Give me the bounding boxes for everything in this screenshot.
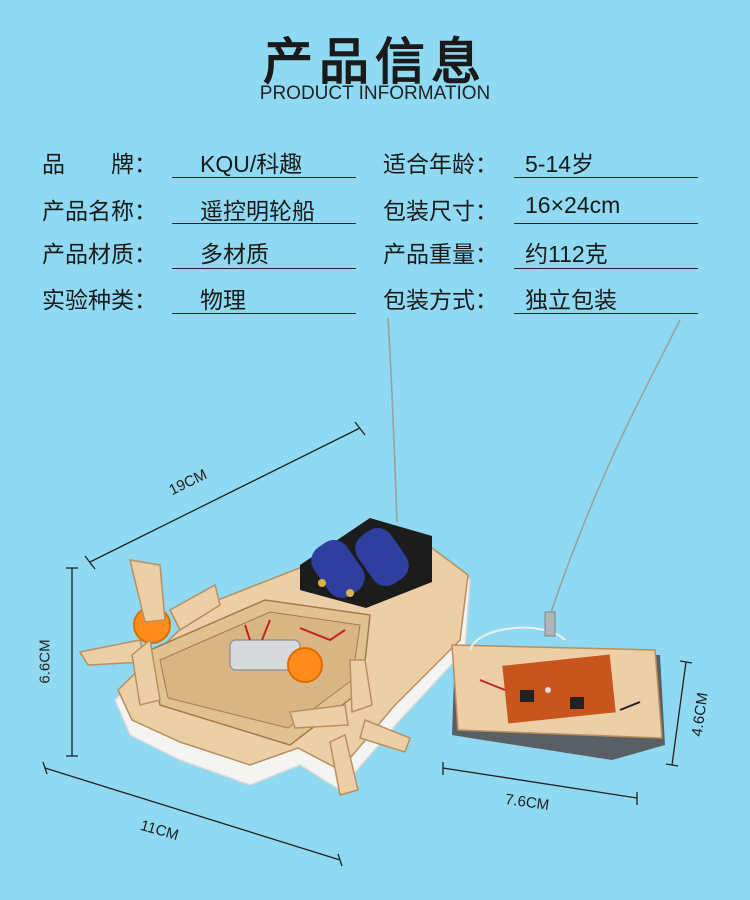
spec-underline (172, 268, 356, 269)
paddle-wheel-left (78, 559, 221, 706)
spec-underline (514, 177, 698, 178)
page-subtitle: PRODUCT INFORMATION (259, 83, 491, 104)
spec-label: 品 牌： (42, 152, 157, 178)
spec-underline (514, 268, 698, 269)
spec-label: 实验种类： (42, 288, 157, 314)
spec-value: 物理 (200, 287, 246, 313)
spec-value: KQU/科趣 (200, 151, 303, 177)
spec-underline (172, 223, 356, 224)
spec-label: 产品名称： (42, 199, 157, 225)
spec-label: 包装方式： (383, 288, 498, 314)
spec-value: 独立包装 (525, 287, 617, 313)
spec-underline (172, 177, 356, 178)
spec-underline (514, 313, 698, 314)
remote-control (451, 611, 665, 760)
spec-underline (172, 313, 356, 314)
spec-underline (514, 223, 698, 224)
boat (78, 518, 471, 796)
page-title: 产品信息 (263, 33, 487, 91)
spec-label: 产品材质： (42, 242, 157, 268)
spec-label: 产品重量： (383, 242, 498, 268)
spec-label: 包装尺寸： (383, 199, 498, 225)
spec-value: 16×24cm (525, 192, 621, 218)
battery-pack (300, 518, 432, 608)
spec-value: 遥控明轮船 (200, 198, 315, 224)
spec-value: 5-14岁 (525, 151, 595, 177)
remote-antenna (549, 319, 681, 616)
boat-antenna (387, 317, 398, 523)
spec-value: 多材质 (200, 241, 269, 267)
paddle-wheel-right (289, 659, 411, 796)
spec-label: 适合年龄： (383, 152, 498, 178)
dimension-label-boat-height: 6.6CM (36, 639, 54, 684)
gear-icon (287, 647, 323, 683)
spec-value: 约112克 (525, 241, 608, 267)
dimension-lines (42, 421, 693, 867)
